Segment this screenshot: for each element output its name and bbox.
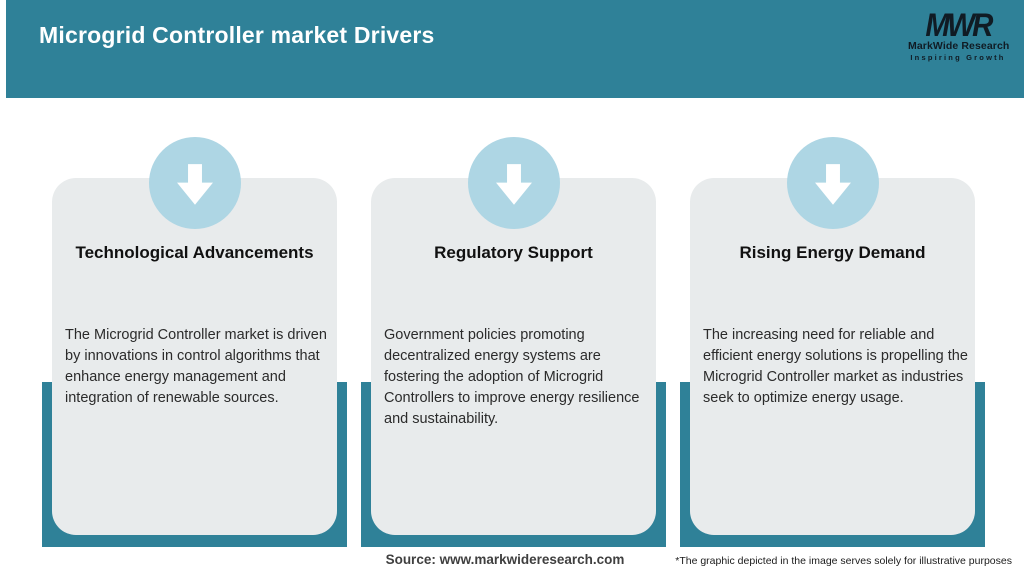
card-panel (371, 178, 656, 535)
header-banner: Microgrid Controller market Drivers MWR … (6, 0, 1024, 98)
driver-card-rising-energy-demand: Rising Energy Demand The increasing need… (680, 137, 985, 557)
arrow-badge (467, 137, 560, 229)
card-panel (690, 178, 975, 535)
card-body-text: The increasing need for reliable and eff… (703, 327, 968, 406)
down-arrow-icon (176, 163, 213, 205)
driver-card-regulatory-support: Regulatory Support Government policies p… (361, 137, 666, 557)
disclaimer-text: *The graphic depicted in the image serve… (675, 555, 1012, 567)
arrow-badge (786, 137, 879, 229)
card-panel (52, 178, 337, 535)
logo-monogram: MWR (925, 7, 993, 43)
source-text: Source: www.markwideresearch.com (385, 552, 625, 567)
logo-name: MarkWide Research (908, 40, 1010, 52)
card-title: Technological Advancements (75, 243, 314, 262)
card-title: Rising Energy Demand (739, 243, 926, 262)
card-body-text: The Microgrid Controller market is drive… (65, 327, 327, 406)
markwide-research-logo: MWR MarkWide Research Inspiring Growth (908, 7, 1010, 62)
page-title: Microgrid Controller market Drivers (39, 22, 435, 48)
arrow-badge (148, 137, 241, 229)
down-arrow-icon (495, 163, 532, 205)
card-body-text: Government policies promoting decentrali… (384, 327, 640, 427)
driver-card-technological-advancements: Technological Advancements The Microgrid… (42, 137, 347, 557)
card-title: Regulatory Support (434, 243, 593, 262)
down-arrow-icon (814, 163, 851, 205)
logo-tagline: Inspiring Growth (910, 53, 1006, 62)
